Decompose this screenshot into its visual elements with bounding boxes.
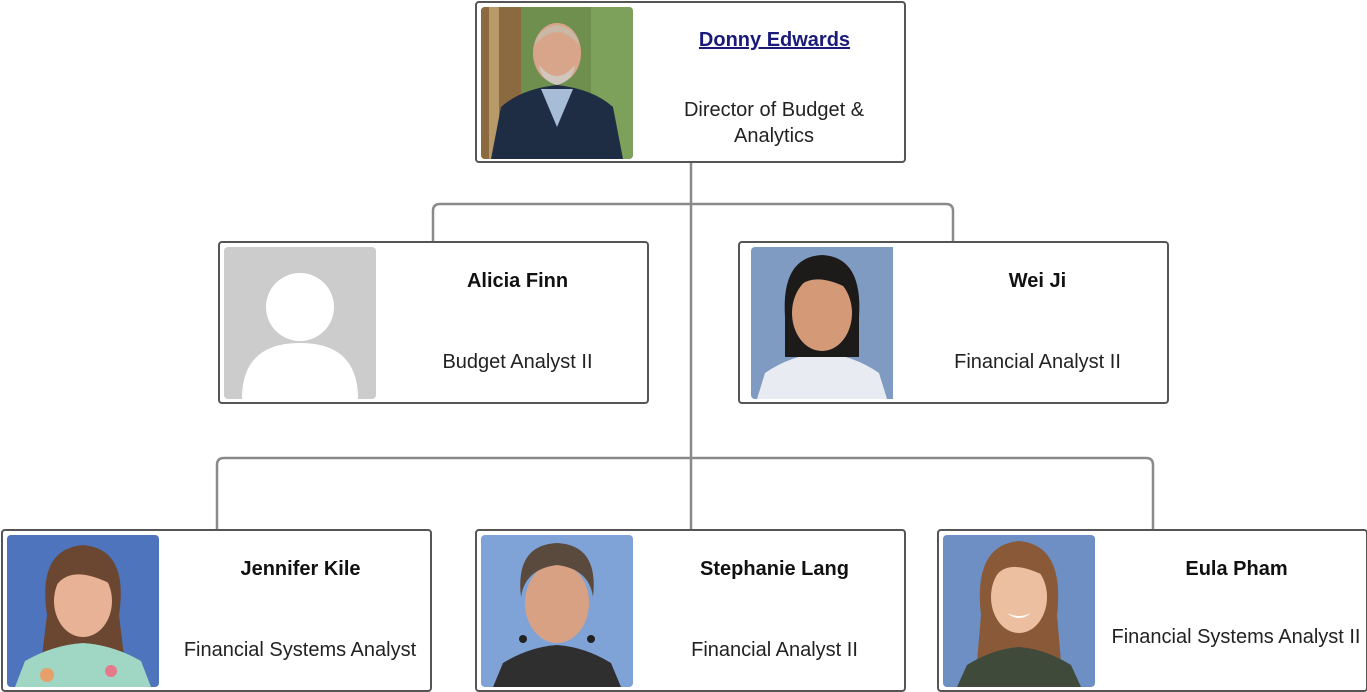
org-card-alicia-finn: Alicia Finn Budget Analyst II: [218, 241, 649, 404]
employee-title: Budget Analyst II: [442, 351, 593, 373]
employee-name: Eula Pham: [1185, 558, 1288, 580]
employee-name: Wei Ji: [1008, 270, 1067, 292]
person-photo-icon: [7, 535, 159, 687]
employee-title: Financial Analyst II: [691, 639, 858, 661]
employee-title: Financial Analyst II: [954, 351, 1121, 373]
org-card-eula-pham: Eula Pham Financial Systems Analyst II: [937, 529, 1367, 692]
employee-name: Jennifer Kile: [240, 558, 361, 580]
branch-eula-pham: [691, 456, 1155, 530]
person-photo-icon: [481, 7, 633, 159]
employee-name: Stephanie Lang: [700, 558, 849, 580]
person-photo-icon: [751, 247, 903, 399]
employee-name: Alicia Finn: [466, 270, 569, 292]
placeholder-avatar-icon: [224, 247, 376, 399]
manager-title: Director of Budget & Analytics: [683, 99, 865, 147]
manager-name-link[interactable]: Donny Edwards: [698, 29, 851, 51]
org-card-donny-edwards: Donny Edwards Director of Budget & Analy…: [475, 1, 906, 163]
branch-alicia-finn: [431, 202, 691, 242]
branch-wei-ji: [691, 202, 955, 242]
person-photo-icon: [943, 535, 1095, 687]
person-photo-icon: [481, 535, 633, 687]
employee-title: Financial Systems Analyst II: [1111, 626, 1361, 648]
org-card-stephanie-lang: Stephanie Lang Financial Analyst II: [475, 529, 906, 692]
employee-title: Financial Systems Analyst: [183, 639, 417, 661]
branch-jennifer-kile: [215, 456, 691, 530]
org-card-jennifer-kile: Jennifer Kile Financial Systems Analyst: [1, 529, 432, 692]
org-card-wei-ji: Wei Ji Financial Analyst II: [738, 241, 1169, 404]
